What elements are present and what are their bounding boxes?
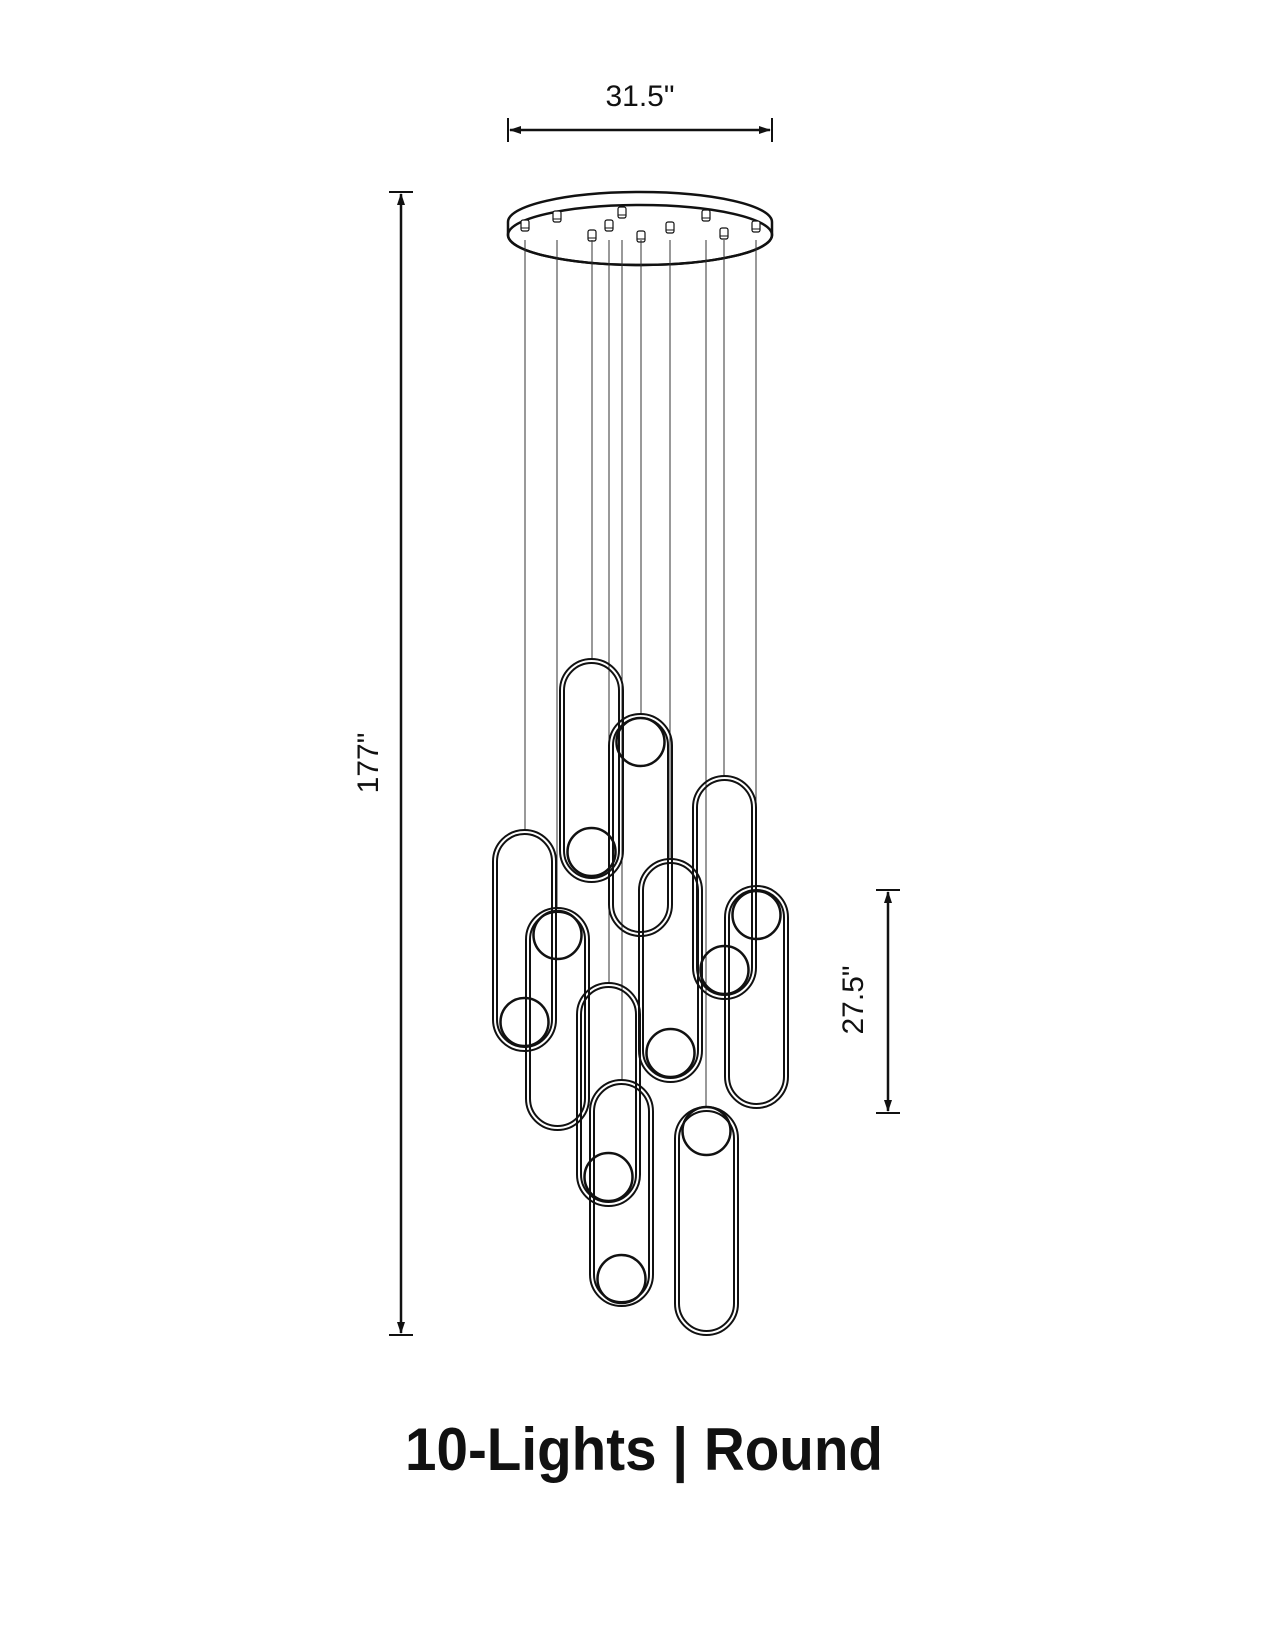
pendant-light: [589, 1079, 654, 1307]
wire-connector: [719, 227, 729, 240]
globe-bulb: [583, 1151, 634, 1203]
pendant-light: [724, 885, 789, 1109]
pendant-light: [674, 1105, 739, 1336]
wire-connector: [665, 221, 675, 234]
wire-connector: [751, 220, 761, 233]
ceiling-canopy: [506, 190, 774, 267]
wire-connector: [552, 210, 562, 223]
pendant-light: [492, 829, 557, 1052]
pendant-height-label: 27.5": [837, 965, 870, 1034]
pendant-light: [559, 658, 624, 883]
overall-height-dimension: 177": [352, 191, 413, 1336]
globe-bulb: [681, 1105, 732, 1157]
wire-connector: [604, 219, 614, 232]
pendant-light: [525, 907, 590, 1131]
globe-bulb: [596, 1253, 647, 1305]
pendant-lights: [492, 658, 789, 1336]
globe-bulb: [645, 1027, 696, 1079]
globe-bulb: [532, 909, 583, 961]
globe-bulb: [566, 826, 617, 878]
wire-connector: [617, 206, 627, 219]
globe-bulb: [615, 716, 666, 768]
wire-connector: [520, 219, 530, 232]
pendant-light: [576, 982, 641, 1207]
globe-bulb: [499, 996, 550, 1048]
pendant-light: [638, 858, 703, 1083]
globe-bulb: [731, 889, 782, 941]
width-dimension: 31.5": [507, 80, 773, 142]
overall-height-label: 177": [352, 733, 385, 794]
wire-connector: [587, 229, 597, 242]
width-label: 31.5": [605, 80, 674, 113]
product-title: 10-Lights | Round: [405, 1416, 883, 1484]
pendant-height-dimension: 27.5": [837, 889, 900, 1114]
pendant-light: [608, 713, 673, 937]
wire-connector: [701, 209, 711, 222]
suspension-wires: [520, 206, 761, 1107]
